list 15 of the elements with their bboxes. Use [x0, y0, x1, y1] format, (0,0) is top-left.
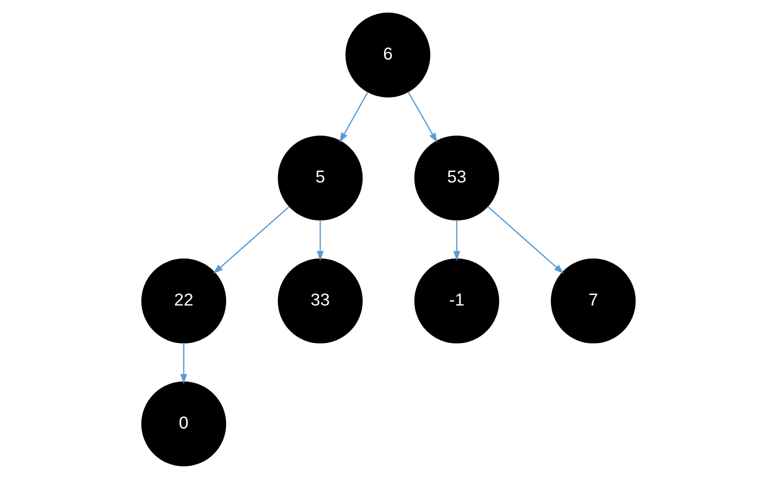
arrow	[338, 92, 368, 142]
node-circle: 22	[140, 258, 226, 344]
node-circle: 6	[344, 12, 430, 98]
node-circle: 33	[277, 258, 362, 344]
arrow	[180, 343, 187, 384]
node-circle: -1	[414, 258, 499, 344]
node-circle: 53	[414, 136, 499, 220]
arrow	[212, 206, 290, 274]
arrow	[407, 91, 437, 143]
arrow	[486, 206, 564, 274]
node-circle: 5	[277, 136, 362, 220]
arrow	[316, 220, 324, 261]
node-circle: 7	[550, 258, 636, 344]
arrow	[452, 220, 460, 261]
node-circle: 0	[140, 382, 226, 466]
